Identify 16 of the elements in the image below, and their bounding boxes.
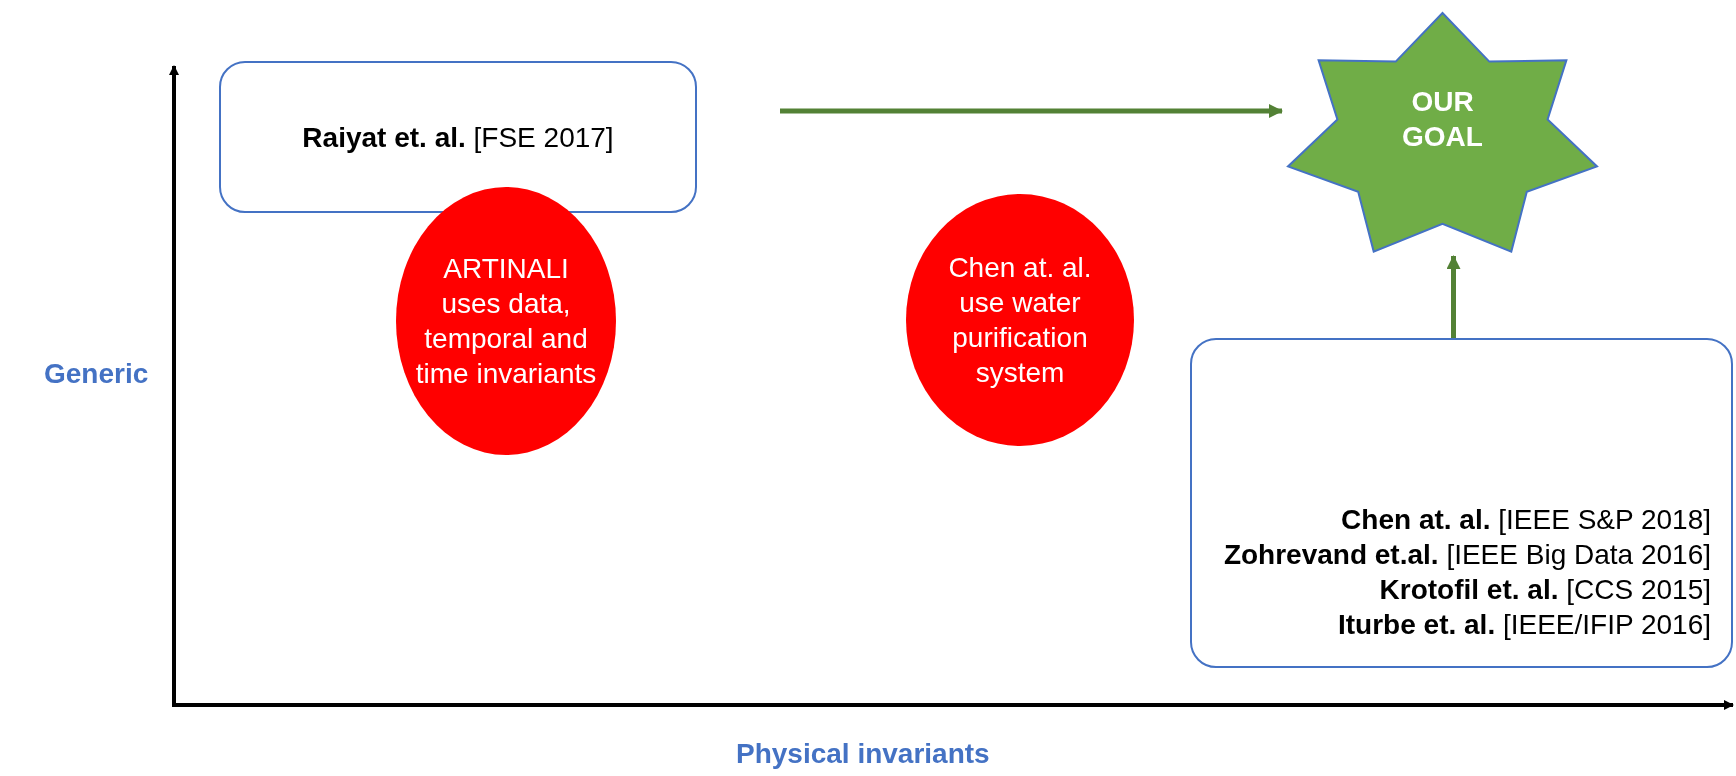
note-text: Chen at. al. use water purification system: [947, 251, 1093, 390]
arrow: [780, 104, 1283, 118]
citation-text: Krotofil et. al. [CCS 2015]: [1379, 573, 1711, 607]
citation-text: Zohrevand et.al. [IEEE Big Data 2016]: [1223, 538, 1711, 572]
citation-text: Chen at. al. [IEEE S&P 2018]: [1341, 503, 1711, 537]
goal-text: OUR GOAL: [1401, 84, 1484, 154]
axis-label: Physical invariants: [736, 738, 990, 770]
reference-box: [219, 61, 697, 213]
reference-box: [1190, 338, 1733, 668]
citation-text: Raiyat et. al. [FSE 2017]: [302, 120, 614, 155]
note-text: ARTINALI uses data, temporal and time invariants: [415, 252, 597, 391]
note-ellipse: [905, 193, 1135, 447]
note-ellipse: [395, 186, 617, 456]
arrow: [1446, 255, 1461, 338]
citation-text: Iturbe et. al. [IEEE/IFIP 2016]: [1338, 608, 1711, 642]
axis-label: Generic: [44, 358, 149, 390]
